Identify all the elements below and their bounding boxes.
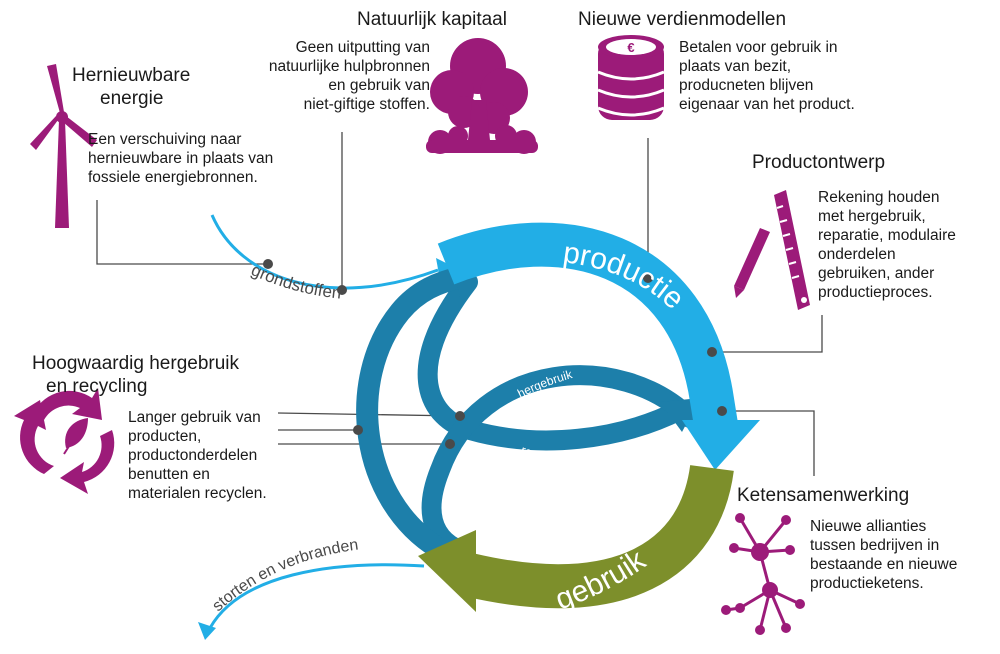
renewable-energy-title: Hernieuwbare energie: [72, 64, 190, 110]
reuse-recycling-title: Hoogwaardig hergebruik en recycling: [32, 352, 239, 398]
chain-cooperation-text: Nieuwe allianties tussen bedrijven in be…: [810, 517, 957, 593]
connector-design: [712, 315, 823, 353]
product-design-text-line: reparatie, modulaire: [818, 227, 956, 244]
outer-recycling-arc: [356, 267, 461, 558]
product-design-text-line: productieproces.: [818, 284, 933, 301]
connector-renewable: [96, 200, 268, 265]
chain-cooperation-text-line: Nieuwe allianties: [810, 518, 927, 535]
product-design-text-line: gebruiken, ander: [818, 265, 935, 282]
natural-capital-text-line: natuurlijke hulpbronnen: [268, 58, 430, 75]
production-arrowhead: [682, 420, 760, 470]
renewable-energy-text-line: hernieuwbare in plaats van: [88, 150, 274, 167]
chain-cooperation-text-line: bestaande en nieuwe: [810, 556, 958, 573]
reuse-recycling-text-line: benutten en: [128, 466, 210, 483]
revenue-models-text: Betalen voor gebruik in plaats van bezit…: [679, 38, 855, 114]
renewable-energy-title-line-1: Hernieuwbare: [72, 65, 191, 86]
inner-loop-front: [421, 365, 700, 558]
production-arc: [437, 222, 738, 429]
reuse-recycling-text-line: materialen recyclen.: [128, 485, 267, 502]
revenue-models-title: Nieuwe verdienmodellen: [578, 9, 787, 30]
product-design-title: Productontwerp: [752, 152, 886, 173]
product-design-text-line: met hergebruik,: [818, 208, 926, 225]
natural-capital-text: Geen uitputting van natuurlijke hulpbron…: [250, 38, 430, 114]
reuse-recycling-text-line: producten,: [128, 428, 202, 445]
reuse-recycling-text-line: productonderdelen: [128, 447, 258, 464]
revenue-models-text-line: Betalen voor gebruik in: [679, 39, 838, 56]
renewable-energy-title-line-2: energie: [100, 88, 164, 109]
reuse-recycling-text-line: Langer gebruik van: [128, 409, 261, 426]
recycle-leaf-icon: [14, 388, 115, 494]
reuse-recycling-text: Langer gebruik van producten, productond…: [128, 408, 267, 503]
natural-capital-title: Natuurlijk kapitaal: [357, 9, 507, 30]
chain-cooperation-text-line: tussen bedrijven in: [810, 537, 940, 554]
connection-dots: [263, 259, 727, 449]
revenue-models-text-line: producneten blijven: [679, 77, 814, 94]
product-design-text-line: onderdelen: [818, 246, 896, 263]
revenue-models-text-line: plaats van bezit,: [679, 58, 792, 75]
landfill-stream: [208, 563, 425, 629]
natural-capital-text-line: Geen uitputting van: [295, 39, 430, 56]
use-arc: [465, 464, 734, 609]
renewable-energy-text-line: fossiele energiebronnen.: [88, 169, 258, 186]
chain-cooperation-text-line: productieketens.: [810, 575, 924, 592]
product-design-text-line: Rekening houden: [818, 189, 940, 206]
revenue-models-text-line: eigenaar van het product.: [679, 96, 855, 113]
product-design-text: Rekening houden met hergebruik, reparati…: [818, 188, 956, 302]
reuse-recycling-title-line: en recycling: [46, 376, 148, 397]
inner-loop-arrowhead: [660, 398, 700, 432]
landfill-arrowhead: [198, 622, 216, 640]
natural-capital-text-line: en gebruik van: [328, 77, 430, 94]
connector-chain: [722, 410, 815, 476]
reuse-recycling-title-line: Hoogwaardig hergebruik: [32, 353, 240, 374]
renewable-energy-text: Een verschuiving naar hernieuwbare in pl…: [88, 130, 273, 187]
raw-materials-label: grondstoffen: [248, 260, 342, 302]
use-arrowhead: [418, 530, 476, 612]
natural-capital-text-line: niet-giftige stoffen.: [303, 96, 430, 113]
raw-materials-stream: [210, 214, 439, 290]
svg-text:€: €: [627, 40, 634, 55]
wind-turbine-icon: [30, 64, 97, 228]
tree-icon: [426, 38, 538, 154]
renewable-energy-text-line: Een verschuiving naar: [88, 131, 242, 148]
coin-stack-icon: €: [597, 35, 665, 120]
network-icon: [721, 513, 805, 635]
ruler-pencil-icon: [734, 190, 810, 310]
chain-cooperation-title: Ketensamenwerking: [737, 485, 910, 506]
